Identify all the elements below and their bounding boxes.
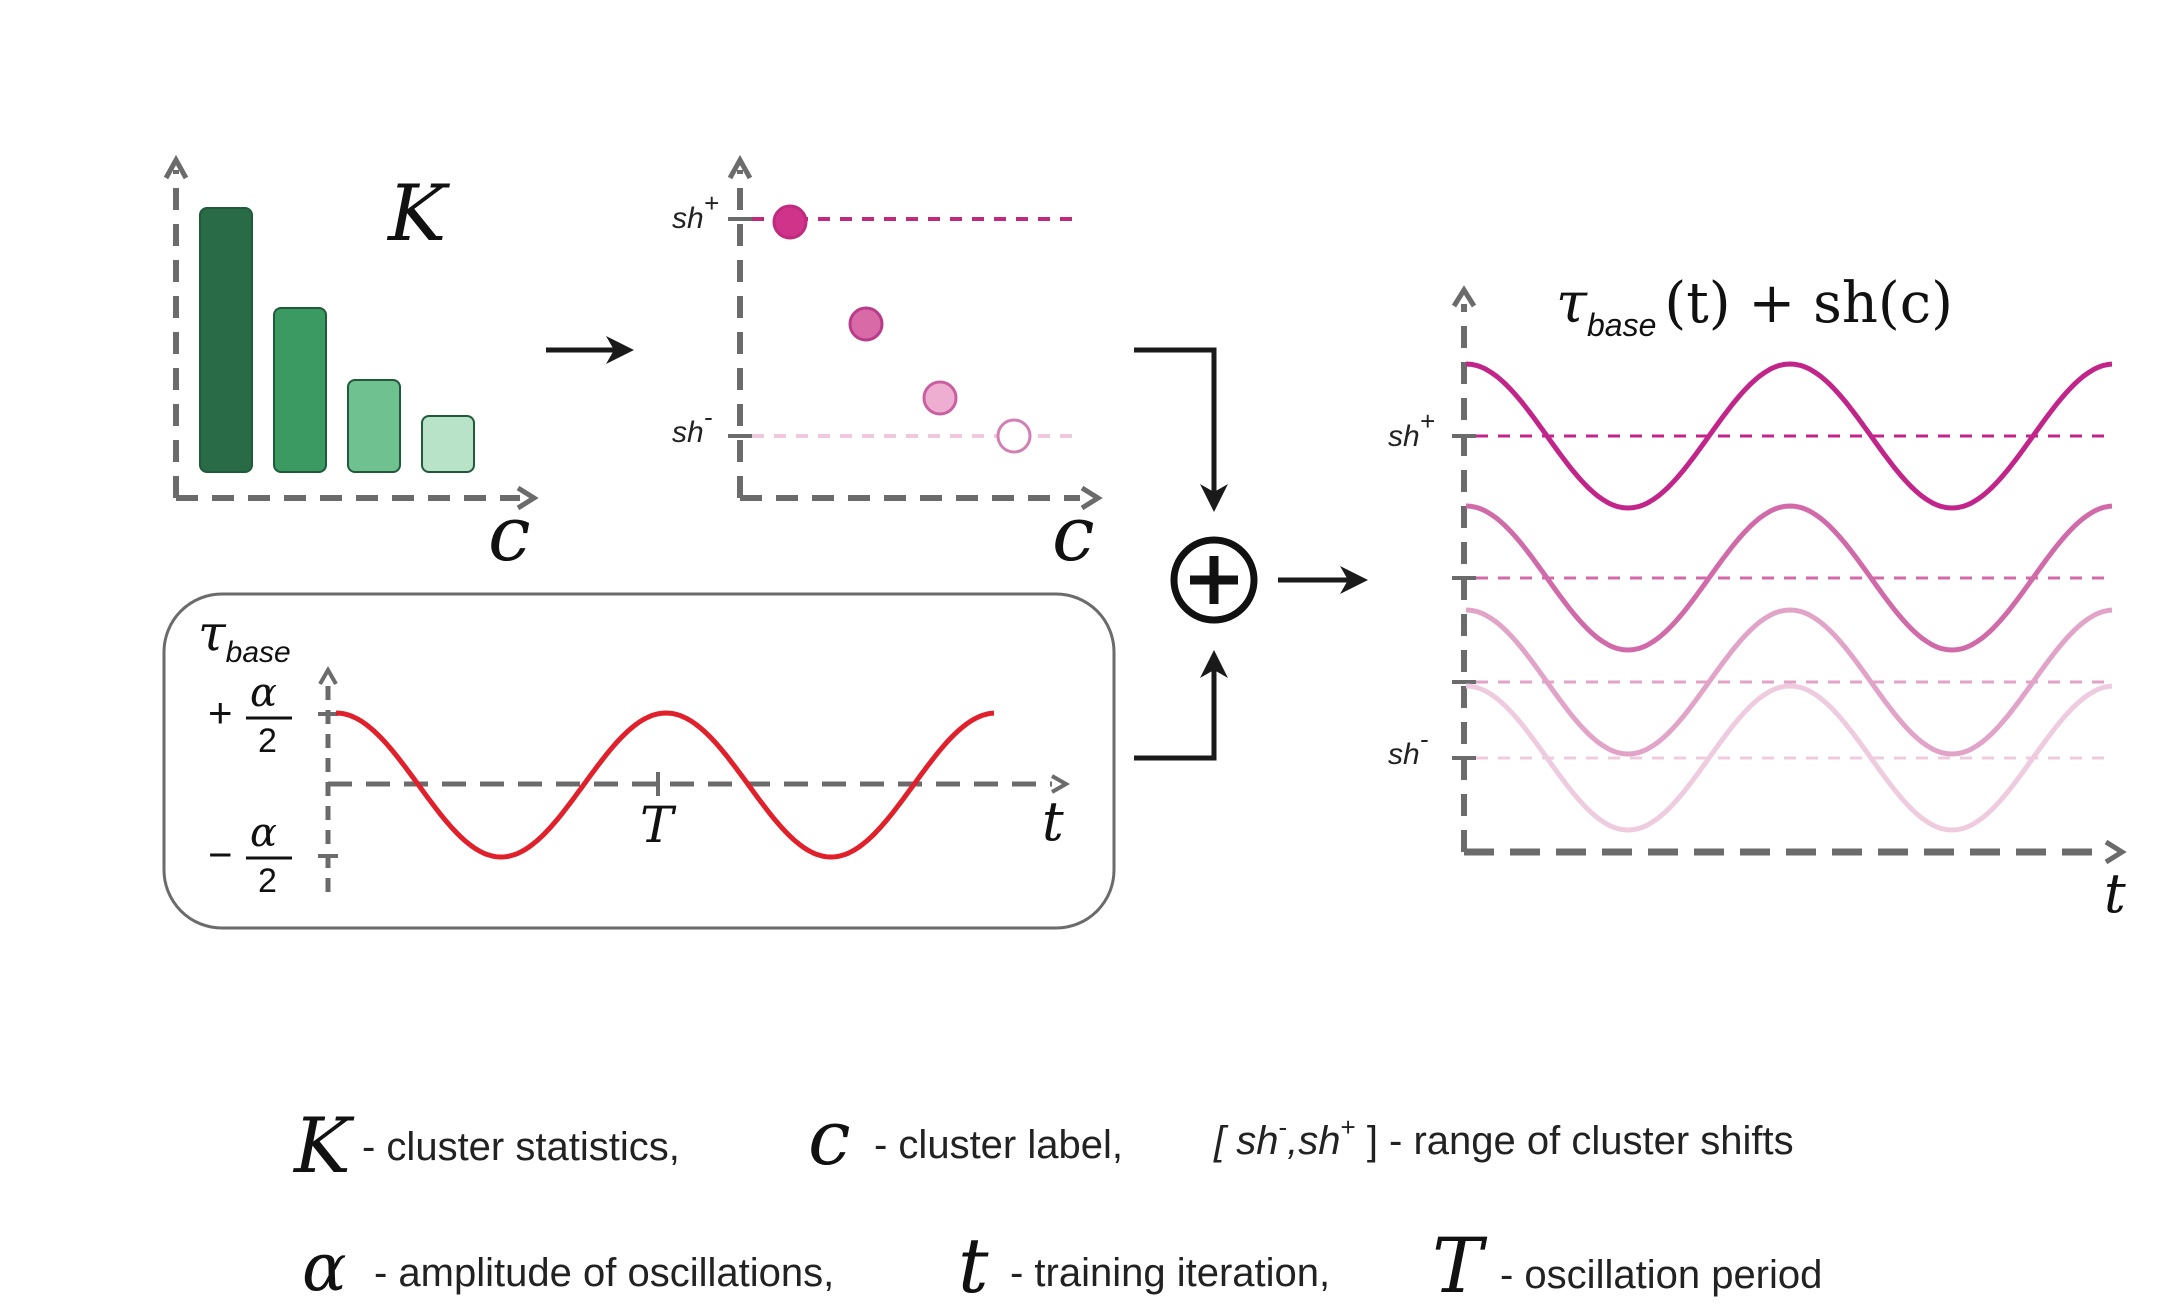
combined-wave-1 [1465,361,2113,511]
shift-dot-1 [772,204,808,240]
svg-text:α: α [250,810,277,856]
stats-y-axis-arrow [163,154,189,180]
stats-x-axis-arrow [516,485,539,511]
connector-shifts-to-plus [1134,347,1228,512]
shift-dot-4 [996,418,1032,454]
legend-period-symbol: T [1432,1221,1488,1310]
combined-y-axis-arrow [1451,285,1477,308]
cluster-bar-1 [199,207,253,473]
shifts-sh-minus-label: sh- [672,402,713,449]
base-period-label: T [640,796,677,854]
plus-operator [1170,536,1258,624]
svg-text:α: α [250,670,277,716]
shift-dot-2 [848,306,884,342]
stats-x-label: c [488,489,531,578]
legend-t-symbol: t [958,1221,989,1310]
combined-sh-plus-label: sh+ [1388,406,1435,453]
svg-text:−: − [208,831,233,878]
legend-k-symbol: K [292,1101,355,1190]
legend-t-text: - training iteration, [1010,1251,1330,1295]
combined-title: τbase(t) + sh(c) [1556,271,1953,343]
base-wave [335,710,995,860]
minus-half-alpha-label: − α 2 [208,810,292,900]
base-x-label: t [1042,790,1064,853]
legend-alpha-text: - amplitude of oscillations, [374,1251,834,1295]
combined-x-axis-arrow [2104,839,2127,865]
legend-period-text: - oscillation period [1500,1253,1822,1297]
cluster-shifts-panel: sh+ sh- c [672,154,1103,578]
stats-title: K [386,169,451,259]
shifts-x-label: c [1052,489,1095,578]
shifts-y-axis-arrow [727,154,753,180]
base-title: τbase [198,604,291,669]
svg-text:2: 2 [258,862,277,900]
legend-alpha-symbol: α [302,1229,347,1306]
legend-c-text: - cluster label, [874,1123,1123,1167]
shifts-sh-plus-label: sh+ [672,188,719,235]
shifts-x-axis-arrow [1080,485,1103,511]
svg-text:2: 2 [258,722,277,760]
connector-base-to-plus [1134,650,1228,761]
cluster-bar-2 [273,307,327,473]
base-panel-frame [162,592,1116,930]
shift-dot-3 [922,380,958,416]
base-x-axis-arrow [1051,774,1071,794]
combined-x-label: t [2104,862,2126,925]
legend-shift-range-text: [ sh-,sh+ ] - range of cluster shifts [1213,1112,1794,1163]
legend-row-1: K - cluster statistics, c - cluster labe… [292,1093,1794,1190]
cluster-statistics-panel: K c [163,154,539,578]
combined-wave-3 [1465,607,2113,757]
combined-sh-minus-label: sh- [1388,724,1429,771]
svg-text:+: + [208,689,233,736]
legend-c-symbol: c [808,1093,851,1182]
cluster-bar-4 [421,415,475,473]
combined-wave-4 [1465,683,2113,833]
legend-row-2: α - amplitude of oscillations, t - train… [302,1221,1822,1310]
legend: K - cluster statistics, c - cluster labe… [292,1093,1822,1310]
plus-half-alpha-label: + α 2 [208,670,292,760]
legend-k-text: - cluster statistics, [362,1125,680,1169]
combined-wave-2 [1465,503,2113,653]
combined-panel: τbase(t) + sh(c) sh+ sh- t [1388,271,2127,925]
base-oscillation-panel: τbase + α 2 − α 2 T t [162,592,1116,930]
cluster-bar-3 [347,379,401,473]
base-y-axis-arrow [318,665,338,685]
